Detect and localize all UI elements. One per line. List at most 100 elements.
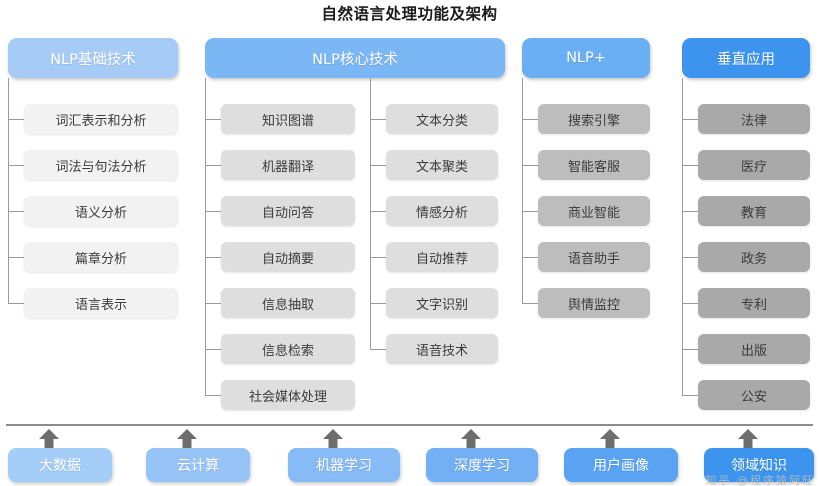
node-label: 信息抽取: [261, 297, 314, 313]
up-arrow-icon: [38, 428, 60, 454]
stub-line: [370, 119, 386, 120]
column-header-label: NLP核心技术: [312, 51, 398, 68]
stub-line: [370, 211, 386, 212]
stub-line: [205, 211, 221, 212]
node-label: 信息检索: [261, 343, 314, 359]
node-box[interactable]: 医疗: [698, 150, 810, 180]
node-box[interactable]: 文本分类: [386, 104, 498, 134]
node-label: 教育: [740, 205, 767, 221]
node-box[interactable]: 知识图谱: [221, 104, 355, 134]
stub-line: [682, 211, 698, 212]
node-box[interactable]: 自动问答: [221, 196, 355, 226]
trunk-line-nlp-core-right: [370, 78, 371, 349]
stub-line: [682, 349, 698, 350]
node-label: 词法与句法分析: [55, 159, 147, 175]
stub-line: [682, 303, 698, 304]
node-box[interactable]: 专利: [698, 288, 810, 318]
node-box[interactable]: 社会媒体处理: [221, 380, 355, 410]
node-label: 文本分类: [415, 113, 468, 129]
node-box[interactable]: 自动摘要: [221, 242, 355, 272]
up-arrow-icon: [737, 428, 759, 454]
stub-line: [682, 165, 698, 166]
node-box[interactable]: 舆情监控: [538, 288, 650, 318]
foundation-box[interactable]: 深度学习: [426, 448, 538, 482]
stub-line: [205, 395, 221, 396]
node-box[interactable]: 信息抽取: [221, 288, 355, 318]
column-header-vertical-apps[interactable]: 垂直应用: [682, 38, 810, 78]
node-box[interactable]: 政务: [698, 242, 810, 272]
node-box[interactable]: 机器翻译: [221, 150, 355, 180]
node-box[interactable]: 语音技术: [386, 334, 498, 364]
foundation-box[interactable]: 大数据: [8, 448, 112, 482]
column-header-nlp-core-left[interactable]: NLP核心技术: [205, 38, 505, 78]
page-title: 自然语言处理功能及架构: [321, 5, 498, 23]
stub-line: [370, 165, 386, 166]
node-label: 出版: [740, 343, 767, 359]
node-box[interactable]: 词汇表示和分析: [24, 104, 178, 134]
node-label: 知识图谱: [261, 113, 314, 129]
stub-line: [8, 119, 24, 120]
node-box[interactable]: 语音助手: [538, 242, 650, 272]
stub-line: [205, 165, 221, 166]
node-box[interactable]: 自动推荐: [386, 242, 498, 272]
node-box[interactable]: 文本聚类: [386, 150, 498, 180]
node-label: 语音技术: [415, 343, 468, 359]
stub-line: [370, 349, 386, 350]
node-label: 舆情监控: [567, 297, 620, 313]
node-box[interactable]: 教育: [698, 196, 810, 226]
stub-line: [205, 349, 221, 350]
column-header-nlp-plus[interactable]: NLP+: [522, 38, 650, 78]
node-box[interactable]: 语义分析: [24, 196, 178, 226]
up-arrow-icon: [322, 428, 344, 454]
node-box[interactable]: 智能客服: [538, 150, 650, 180]
stub-line: [8, 257, 24, 258]
stub-line: [205, 303, 221, 304]
column-header-label: 垂直应用: [717, 51, 775, 68]
trunk-line-vertical-apps: [682, 78, 683, 395]
stub-line: [522, 165, 538, 166]
node-box[interactable]: 情感分析: [386, 196, 498, 226]
foundation-baseline: [6, 424, 813, 426]
trunk-line-nlp-foundation: [8, 78, 9, 303]
node-box[interactable]: 篇章分析: [24, 242, 178, 272]
column-header-label: NLP+: [566, 50, 606, 66]
foundation-label: 大数据: [39, 458, 81, 474]
node-label: 专利: [740, 297, 767, 313]
foundation-box[interactable]: 机器学习: [288, 448, 400, 482]
node-box[interactable]: 搜索引擎: [538, 104, 650, 134]
column-header-nlp-foundation[interactable]: NLP基础技术: [8, 38, 178, 78]
node-label: 智能客服: [567, 159, 620, 175]
node-box[interactable]: 语言表示: [24, 288, 178, 318]
foundation-box[interactable]: 云计算: [146, 448, 250, 482]
foundation-label: 领域知识: [731, 458, 787, 474]
stub-line: [682, 395, 698, 396]
stub-line: [522, 303, 538, 304]
foundation-label: 机器学习: [316, 458, 372, 474]
node-box[interactable]: 出版: [698, 334, 810, 364]
trunk-line-nlp-core-left: [205, 78, 206, 395]
node-label: 社会媒体处理: [248, 389, 327, 405]
stub-line: [682, 257, 698, 258]
foundation-box[interactable]: 用户画像: [564, 448, 678, 482]
node-box[interactable]: 文字识别: [386, 288, 498, 318]
node-box[interactable]: 法律: [698, 104, 810, 134]
node-box[interactable]: 信息检索: [221, 334, 355, 364]
node-box[interactable]: 词法与句法分析: [24, 150, 178, 180]
stub-line: [8, 211, 24, 212]
node-label: 语言表示: [74, 297, 127, 313]
node-label: 词汇表示和分析: [55, 113, 147, 129]
node-label: 医疗: [740, 159, 767, 175]
node-label: 商业智能: [567, 205, 620, 221]
node-label: 自动摘要: [261, 251, 314, 267]
foundation-box[interactable]: 领域知识: [704, 448, 814, 482]
node-label: 公安: [740, 389, 767, 405]
node-box[interactable]: 商业智能: [538, 196, 650, 226]
node-label: 搜索引擎: [567, 113, 620, 129]
node-label: 语义分析: [74, 205, 127, 221]
stub-line: [682, 119, 698, 120]
node-label: 情感分析: [415, 205, 468, 221]
node-label: 文本聚类: [415, 159, 468, 175]
stub-line: [205, 119, 221, 120]
node-box[interactable]: 公安: [698, 380, 810, 410]
